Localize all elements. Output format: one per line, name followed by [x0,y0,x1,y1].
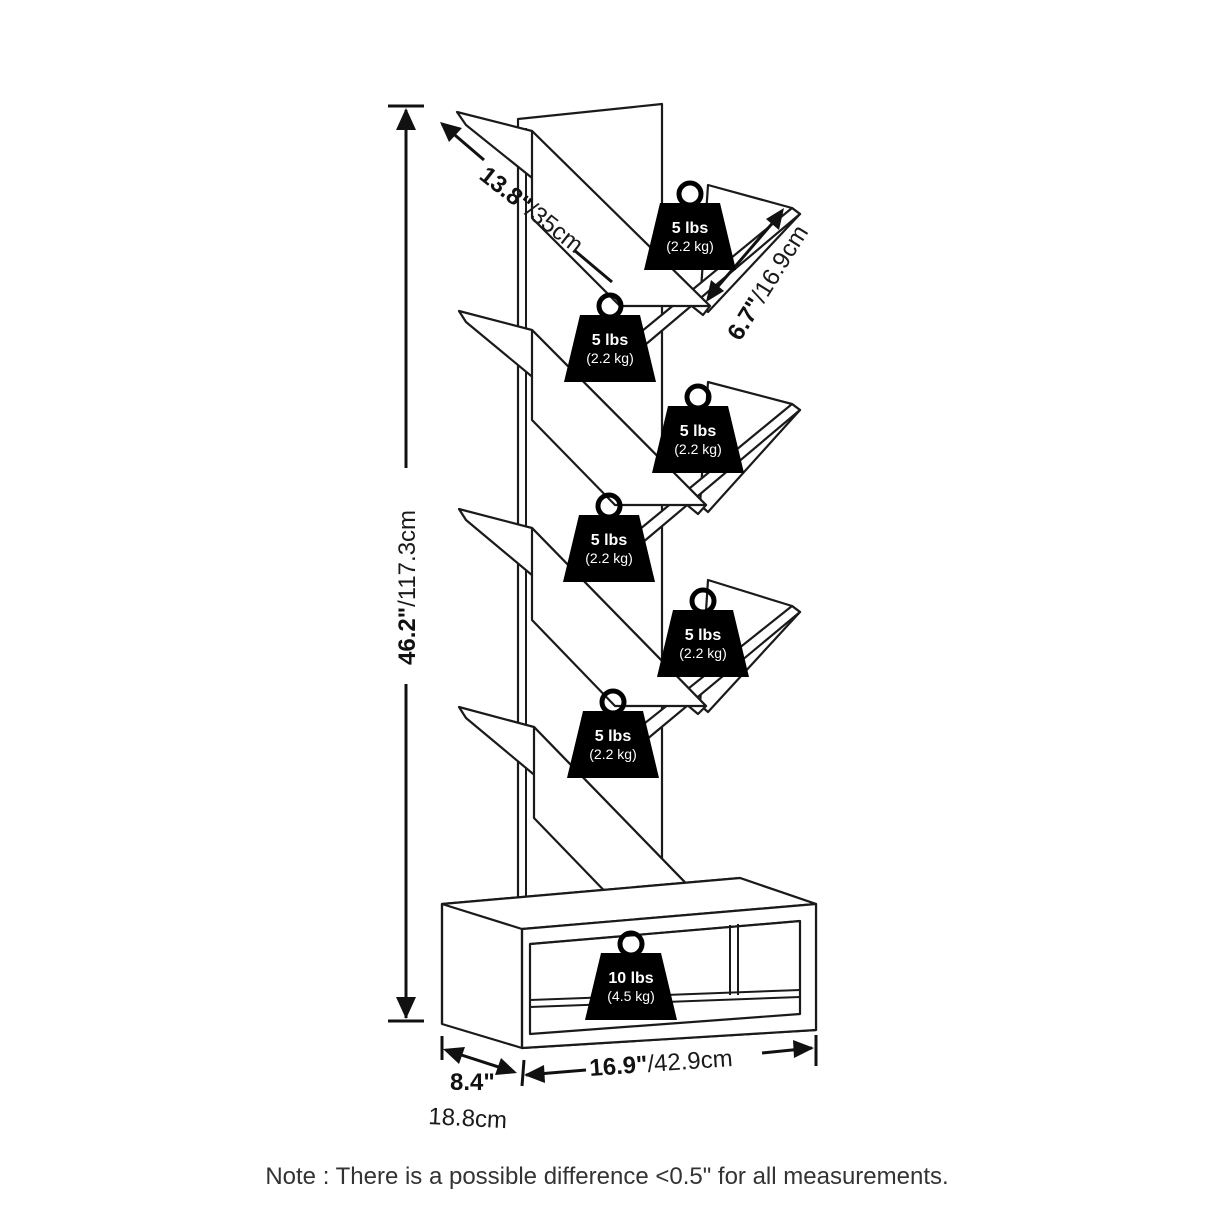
weight-badge-shelf-4: 5 lbs (2.2 kg) [563,492,655,582]
weight-kg-label: (2.2 kg) [679,645,726,661]
weight-icon [644,203,736,270]
weight-kg-label: (2.2 kg) [586,350,633,366]
height-imperial-label: 46.2" [394,607,421,665]
weight-lbs-label: 5 lbs [592,332,629,349]
height-metric-label: /117.3cm [394,510,421,607]
weight-lbs-label: 5 lbs [680,423,717,440]
weight-badge-shelf-1: 5 lbs (2.2 kg) [644,180,736,270]
weight-lbs-label: 5 lbs [685,627,722,644]
weight-icon [567,711,659,778]
weight-icon [563,515,655,582]
width-metric-label: /42.9cm [646,1045,733,1078]
weight-kg-label: (2.2 kg) [666,238,713,254]
measurement-note: Note : There is a possible difference <0… [265,1163,949,1190]
weight-kg-label: (2.2 kg) [589,746,636,762]
depth-dimension: 8.4" 18.8cm [428,1036,517,1134]
weight-kg-label: (4.5 kg) [607,988,654,1004]
svg-text:46.2"/117.3cm: 46.2"/117.3cm [394,510,421,665]
weight-lbs-label: 5 lbs [672,220,709,237]
weight-icon [652,406,744,473]
width-imperial-label: 16.9" [589,1051,649,1082]
weight-badge-shelf-2: 5 lbs (2.2 kg) [564,292,656,382]
weight-kg-label: (2.2 kg) [585,550,632,566]
weight-lbs-label: 5 lbs [595,728,632,745]
weight-kg-label: (2.2 kg) [674,441,721,457]
weight-lbs-label: 5 lbs [591,532,628,549]
weight-icon [564,315,656,382]
weight-icon [585,953,677,1020]
weight-lbs-label: 10 lbs [608,970,653,987]
weight-badge-base: 10 lbs (4.5 kg) [585,930,677,1020]
depth-imperial-label: 8.4" [450,1069,495,1096]
width-dimension: 16.9"/42.9cm [520,1035,818,1087]
svg-text:16.9"/42.9cm: 16.9"/42.9cm [589,1045,734,1082]
height-dimension: 46.2"/117.3cm [388,104,424,1023]
weight-badge-shelf-3: 5 lbs (2.2 kg) [652,383,744,473]
weight-icon [657,610,749,677]
weight-badge-shelf-6: 5 lbs (2.2 kg) [567,688,659,778]
depth-metric-label: 18.8cm [428,1103,508,1134]
weight-badge-shelf-5: 5 lbs (2.2 kg) [657,587,749,677]
